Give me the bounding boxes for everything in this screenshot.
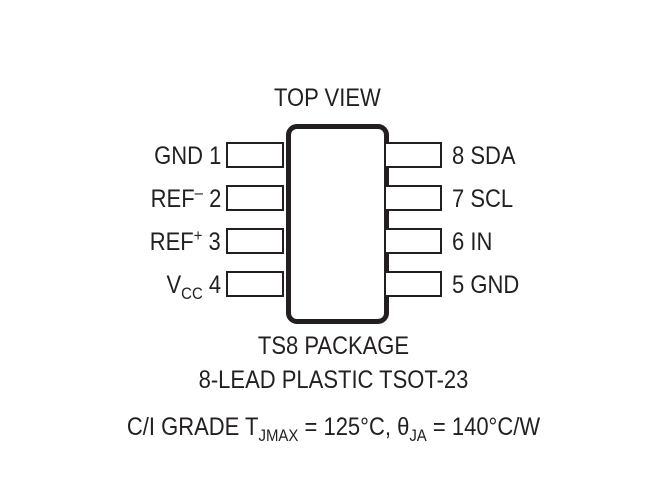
package-name: TS8 PACKAGE [257, 332, 410, 360]
pin-number: 1 [208, 142, 221, 170]
pin-name: GND [153, 142, 203, 170]
pin-label-7: 7 SCL [452, 187, 513, 212]
pin-label-4: VCC 4 [166, 271, 221, 303]
pin-number: 2 [208, 185, 221, 213]
lead-pin-6 [384, 228, 442, 254]
tj-value: = 125°C, [298, 413, 398, 441]
diagram-title: TOP VIEW [274, 84, 381, 112]
ic-package-body [286, 124, 389, 324]
lead-pin-7 [384, 185, 442, 211]
thermal-spec: C/I GRADE TJMAX = 125°C, θJA = 140°C/W [40, 413, 627, 445]
package-description: 8-LEAD PLASTIC TSOT-23 [198, 366, 469, 394]
pin-number: 7 [452, 185, 465, 213]
pin-name: IN [470, 228, 493, 256]
tj-subscript: JMAX [258, 426, 299, 445]
pin-name-superscript: + [193, 226, 203, 245]
pin-number: 6 [452, 228, 465, 256]
theta-subscript: JA [409, 426, 427, 445]
lead-pin-1 [226, 142, 284, 168]
pin-number: 5 [452, 271, 465, 299]
pin-name: GND [470, 271, 520, 299]
pin-label-2: REF– 2 [150, 184, 221, 213]
theta-symbol: θ [397, 413, 410, 441]
pin-label-6: 6 IN [452, 230, 492, 255]
pin-number: 4 [208, 271, 221, 299]
pin-name-superscript: – [194, 183, 203, 202]
pin-label-8: 8 SDA [452, 144, 516, 169]
pin-label-3: REF+ 3 [149, 227, 221, 256]
lead-pin-3 [226, 228, 284, 254]
thermal-prefix: C/I GRADE T [126, 413, 259, 441]
pin-number: 3 [208, 228, 221, 256]
pin-name-subscript: CC [181, 284, 203, 303]
pin-name: REF [150, 185, 195, 213]
lead-pin-8 [384, 142, 442, 168]
lead-pin-5 [384, 271, 442, 297]
lead-pin-4 [226, 271, 284, 297]
pin-name: SCL [470, 185, 514, 213]
pin-number: 8 [452, 142, 465, 170]
lead-pin-2 [226, 185, 284, 211]
pin-label-1: GND 1 [154, 144, 221, 169]
pin-label-5: 5 GND [452, 273, 519, 298]
pin-name: REF [149, 228, 194, 256]
pin-name: V [166, 271, 182, 299]
pin-name: SDA [470, 142, 516, 170]
theta-value: = 140°C/W [426, 413, 541, 441]
